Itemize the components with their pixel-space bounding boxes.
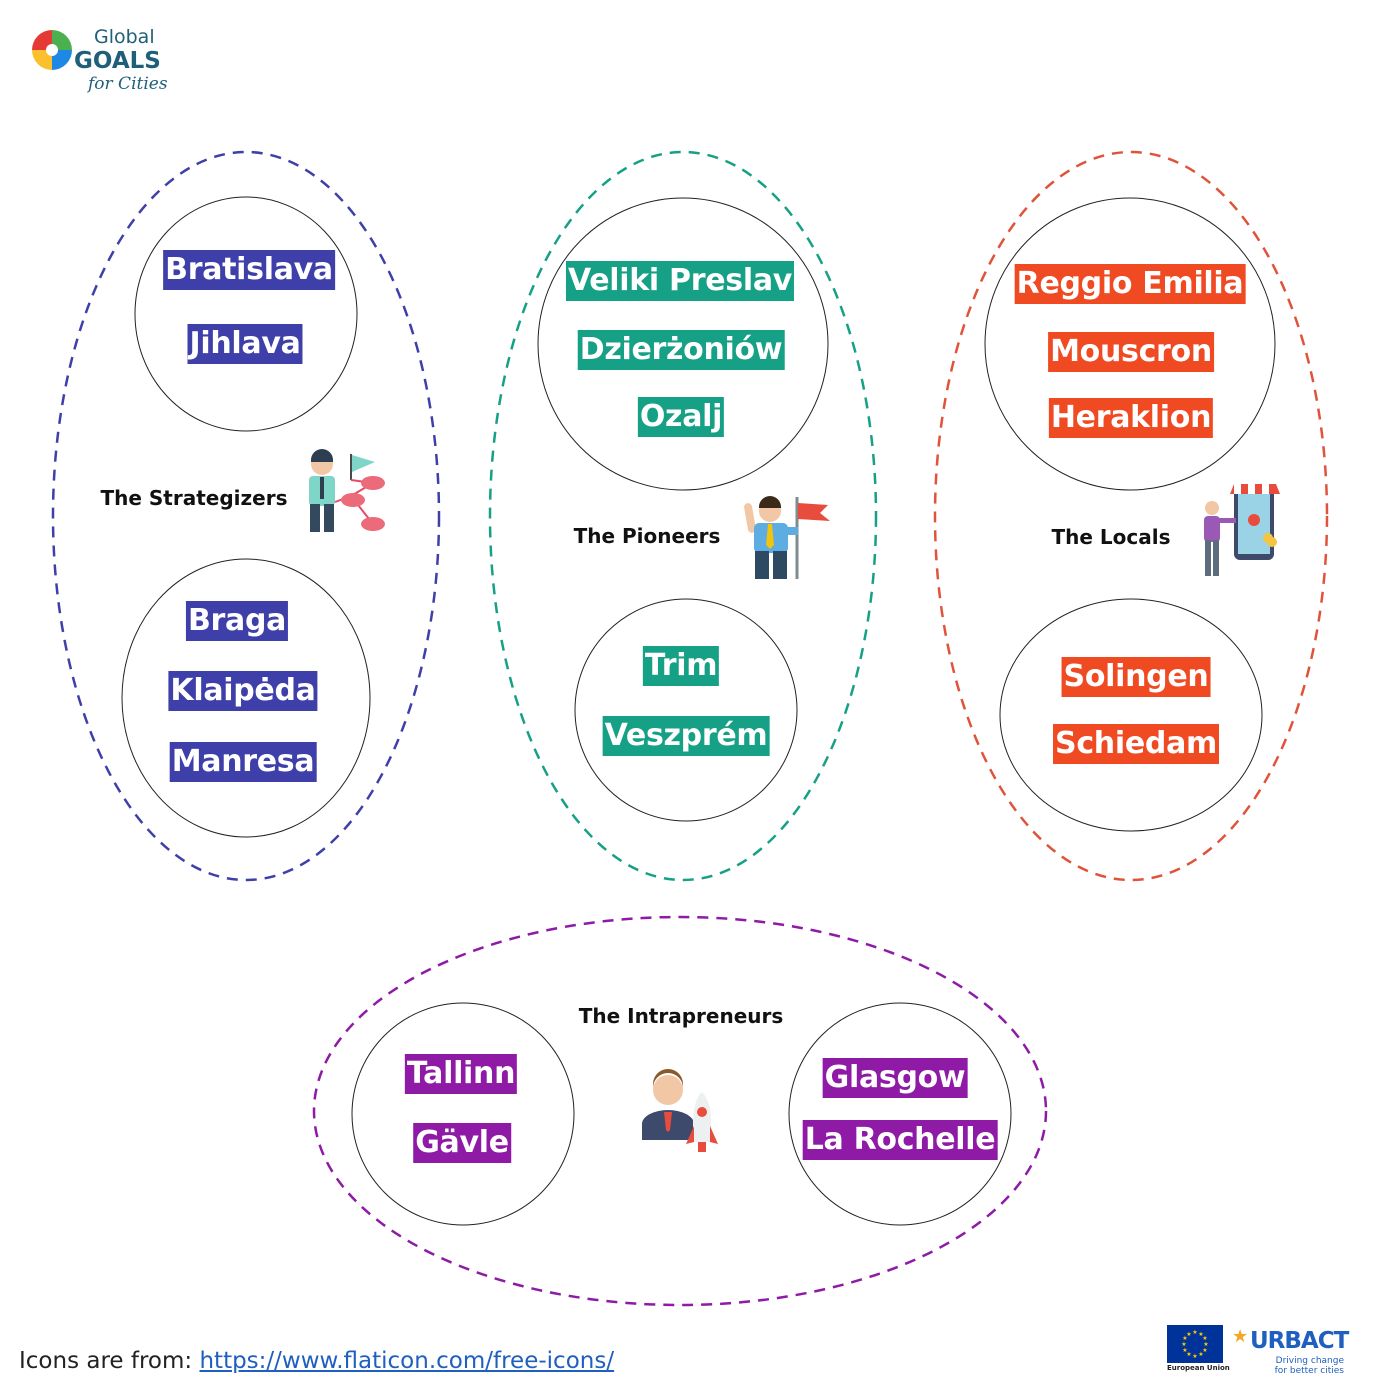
city-klaipeda: Klaipėda bbox=[168, 671, 318, 711]
logo-line-goals: GOALS bbox=[74, 48, 161, 74]
city-ozalj: Ozalj bbox=[637, 397, 725, 437]
icon-credit: Icons are from: https://www.flaticon.com… bbox=[19, 1348, 614, 1374]
svg-text:★: ★ bbox=[1202, 1347, 1207, 1354]
svg-text:★: ★ bbox=[1181, 1341, 1186, 1348]
pioneers-group-ellipse bbox=[488, 150, 878, 882]
city-tallinn: Tallinn bbox=[404, 1054, 518, 1094]
pioneers-circle-1 bbox=[537, 197, 829, 491]
city-dzierzoniow: Dzierżoniów bbox=[577, 330, 785, 370]
group-label-intrapreneurs: The Intrapreneurs bbox=[578, 1004, 784, 1028]
locals-circle-1 bbox=[984, 197, 1276, 491]
eu-flag-icon: ★★★ ★★★ ★★★ ★★★ bbox=[1167, 1325, 1223, 1363]
city-jihlava: Jihlava bbox=[187, 324, 303, 364]
locals-circle-2 bbox=[999, 598, 1263, 832]
logo-line-global: Global bbox=[94, 26, 155, 48]
city-bratislava: Bratislava bbox=[163, 250, 335, 290]
svg-text:★: ★ bbox=[1203, 1341, 1208, 1348]
svg-text:★: ★ bbox=[1192, 1353, 1197, 1360]
city-veszprem: Veszprém bbox=[602, 716, 770, 756]
urbact-logo: URBACT bbox=[1250, 1328, 1349, 1354]
city-heraklion: Heraklion bbox=[1048, 398, 1214, 438]
local-shop-phone-icon bbox=[1204, 484, 1280, 576]
eu-label: European Union bbox=[1167, 1364, 1230, 1372]
city-gavle: Gävle bbox=[413, 1123, 511, 1163]
entrepreneur-rocket-icon bbox=[642, 1069, 718, 1152]
urbact-star-icon: ★ bbox=[1232, 1326, 1249, 1346]
intrapreneurs-circle-2 bbox=[788, 1002, 1012, 1226]
puzzle-globe-icon bbox=[32, 30, 72, 70]
svg-text:★: ★ bbox=[1192, 1329, 1197, 1336]
group-label-locals: The Locals bbox=[1051, 525, 1171, 549]
city-veliki-preslav: Veliki Preslav bbox=[565, 261, 795, 301]
intrapreneurs-group-ellipse bbox=[312, 915, 1048, 1307]
svg-text:★: ★ bbox=[1198, 1331, 1203, 1338]
svg-text:★: ★ bbox=[1186, 1351, 1191, 1358]
city-reggio-emilia: Reggio Emilia bbox=[1014, 264, 1246, 304]
svg-text:★: ★ bbox=[1182, 1335, 1187, 1342]
city-manresa: Manresa bbox=[169, 742, 317, 782]
group-label-strategizers: The Strategizers bbox=[100, 486, 288, 510]
strategizers-circle-2 bbox=[121, 558, 371, 838]
flaticon-link[interactable]: https://www.flaticon.com/free-icons/ bbox=[199, 1348, 615, 1374]
pioneers-circle-2 bbox=[574, 598, 798, 822]
city-trim: Trim bbox=[642, 646, 720, 686]
svg-text:★: ★ bbox=[1198, 1351, 1203, 1358]
city-solingen: Solingen bbox=[1061, 657, 1211, 697]
city-braga: Braga bbox=[185, 601, 289, 641]
icon-credit-text: Icons are from: bbox=[19, 1348, 200, 1374]
strategizers-circle-1 bbox=[134, 196, 358, 432]
strategy-person-icon bbox=[309, 449, 385, 532]
city-schiedam: Schiedam bbox=[1053, 724, 1219, 764]
strategizers-group-ellipse bbox=[51, 150, 441, 882]
urbact-tagline: Driving change for better cities bbox=[1274, 1356, 1344, 1376]
city-mouscron: Mouscron bbox=[1048, 332, 1214, 372]
city-la-rochelle: La Rochelle bbox=[802, 1120, 998, 1160]
svg-text:★: ★ bbox=[1186, 1331, 1191, 1338]
pioneer-flag-icon bbox=[744, 496, 830, 579]
group-label-pioneers: The Pioneers bbox=[573, 524, 721, 548]
logo-line-cities: for Cities bbox=[88, 74, 168, 94]
locals-group-ellipse bbox=[933, 150, 1329, 882]
intrapreneurs-circle-1 bbox=[351, 1002, 575, 1226]
city-glasgow: Glasgow bbox=[822, 1058, 968, 1098]
svg-text:★: ★ bbox=[1182, 1347, 1187, 1354]
svg-text:★: ★ bbox=[1202, 1335, 1207, 1342]
global-goals-logo: Global GOALS for Cities bbox=[30, 22, 170, 102]
